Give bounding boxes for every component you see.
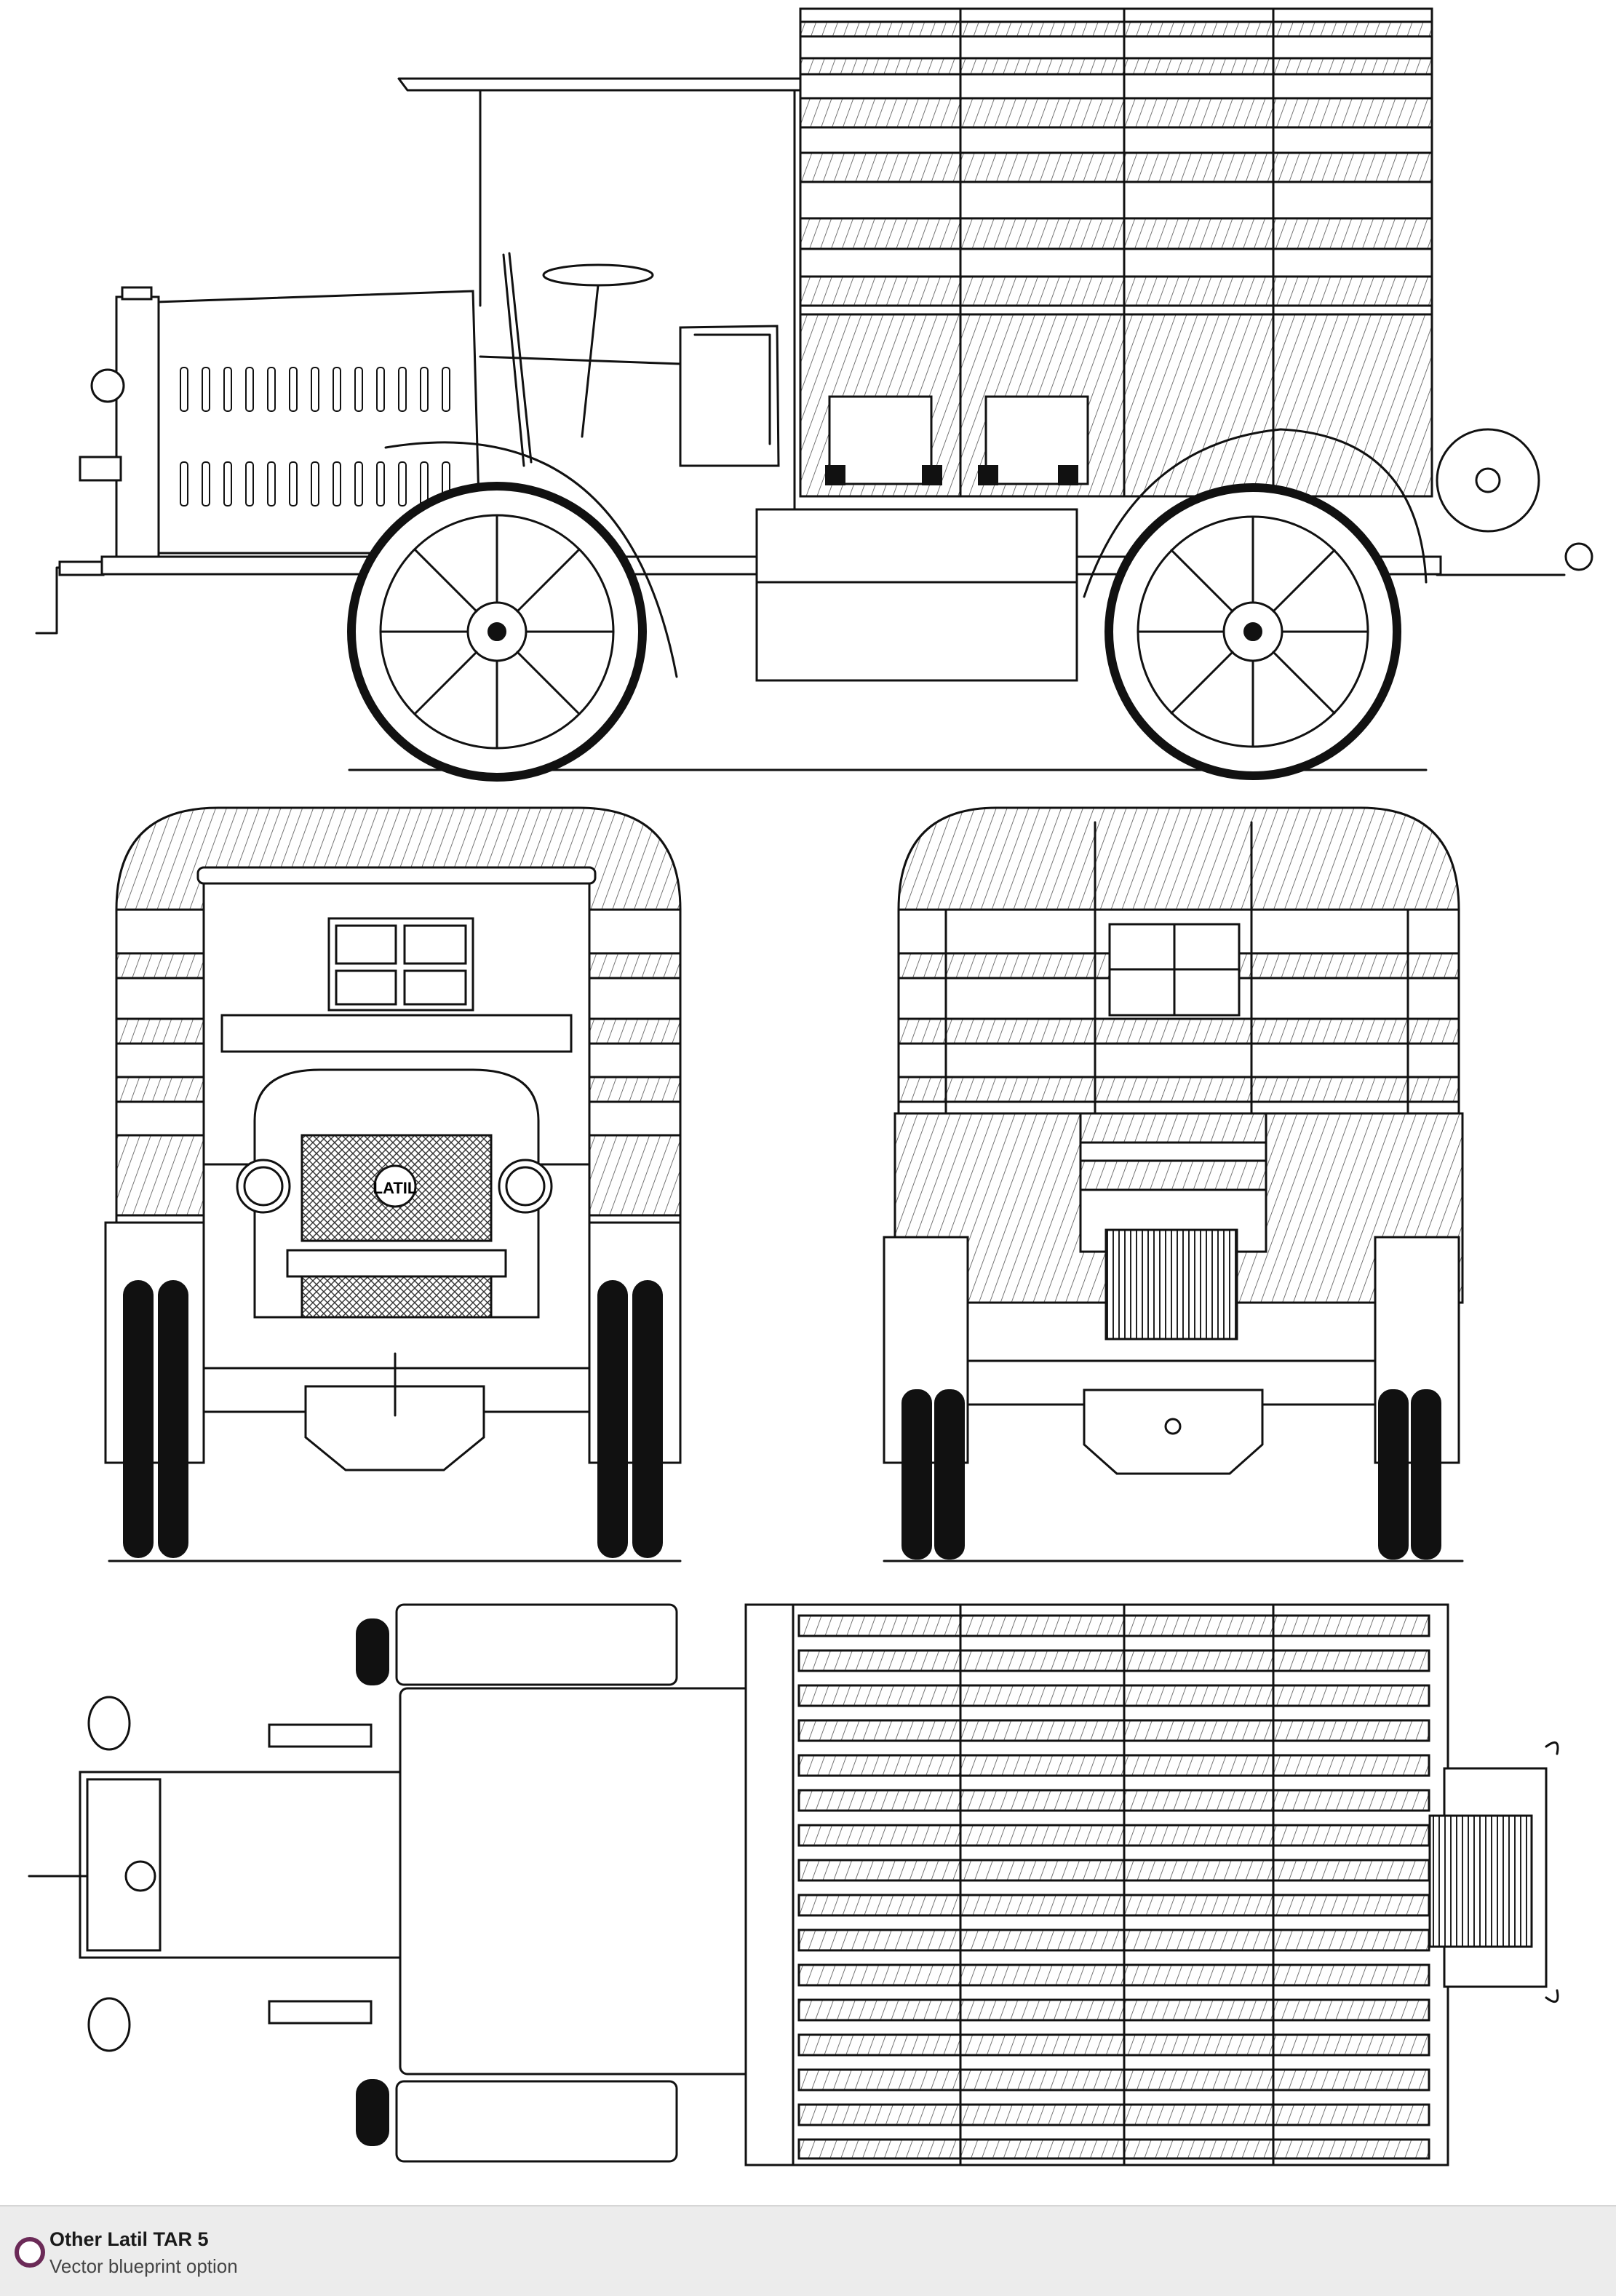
rear-wheel xyxy=(1104,483,1401,780)
cargo-deck-slats xyxy=(797,1614,1430,2160)
grille-badge: LATIL xyxy=(373,1179,418,1197)
top-view xyxy=(28,1603,1559,2166)
blueprint-title: Other Latil TAR 5 xyxy=(49,2228,209,2250)
side-view xyxy=(35,7,1593,782)
top-right-headlamp-icon xyxy=(87,1997,131,2052)
front-wheel xyxy=(347,482,647,782)
cab-window xyxy=(327,917,474,1012)
blueprint-subtitle: Vector blueprint option xyxy=(49,2255,238,2277)
rear-tyres xyxy=(901,1389,1441,1560)
rear-cab-window xyxy=(1108,923,1241,1017)
top-left-headlamp-icon xyxy=(87,1696,131,1751)
front-view: LATIL xyxy=(104,806,682,1562)
side-cargo-body xyxy=(799,7,1433,498)
hood-louvres xyxy=(180,367,450,507)
ring-logo-icon xyxy=(15,2237,45,2268)
front-tyres xyxy=(123,1280,663,1558)
footer-bar: Other Latil TAR 5 Vector blueprint optio… xyxy=(0,2205,1616,2296)
blueprint-drawing: LATIL xyxy=(28,7,1593,2166)
rear-view xyxy=(883,806,1464,1562)
